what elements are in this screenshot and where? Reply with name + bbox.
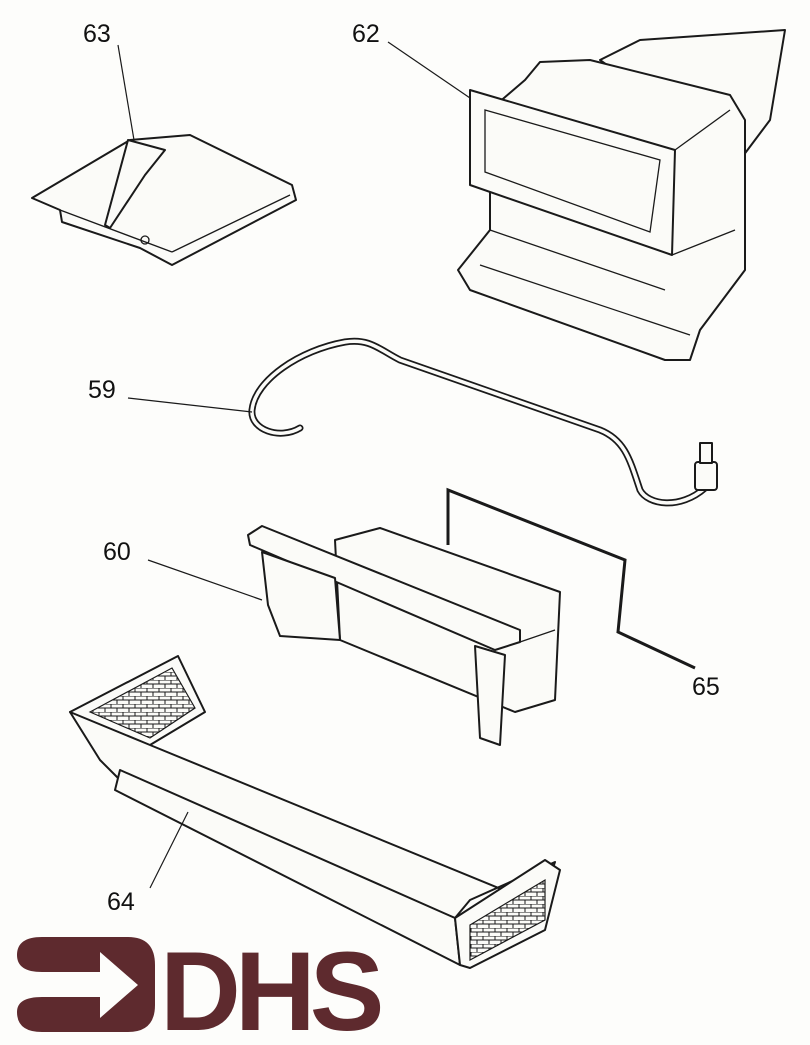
part-60-bracket: 60 — [103, 525, 561, 746]
part-62-housing: 62 — [352, 20, 786, 361]
callout-65: 65 — [692, 673, 720, 701]
part-65-wire-rod: 65 — [446, 487, 720, 701]
part-63-cover-plate: 63 — [31, 20, 297, 266]
dhs-logo: DHS — [17, 929, 387, 1045]
part-59-tube: 59 — [88, 337, 718, 507]
callout-59: 59 — [88, 376, 116, 404]
callout-64: 64 — [107, 888, 135, 916]
callout-60: 60 — [103, 538, 131, 566]
callout-62: 62 — [352, 20, 380, 48]
logo-text: DHS — [160, 929, 381, 1045]
callout-63: 63 — [83, 20, 111, 48]
part-64-grille-trim: 64 — [69, 655, 561, 969]
